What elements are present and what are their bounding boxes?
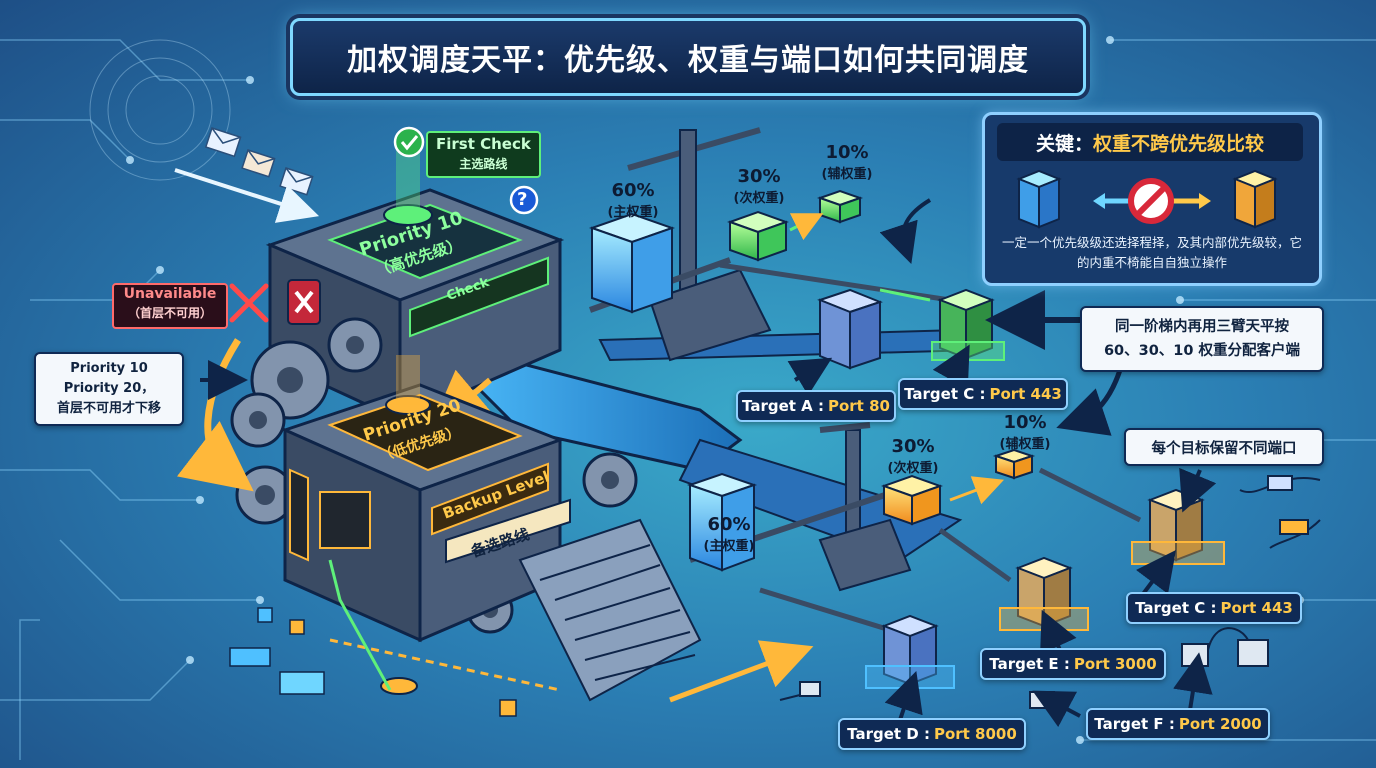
target-c-upper-label: Target C :Port 443 (898, 378, 1068, 410)
lower-weight-10-label: (辅权重) (999, 437, 1051, 452)
lower-weight-60: 60% (主权重) (694, 514, 764, 554)
port-note-text: 每个目标保留不同端口 (1151, 440, 1297, 457)
key-panel: 关键： 权重不跨优先级比较 一定一个优先级级还选择程择，及其内部优先级较，它的内… (982, 112, 1322, 286)
lower-weight-10: 10% (辅权重) (990, 412, 1060, 452)
lower-weight-60-value: 60% (707, 514, 751, 535)
envelope-icon (204, 127, 314, 196)
target-a-port: Port 80 (827, 397, 890, 415)
fallback-arrow (176, 338, 254, 492)
upper-weight-30-label: (次权重) (733, 191, 785, 206)
incoming-arrow (174, 168, 320, 223)
same-tier-note-line-2: 60、30、10 权重分配客户端 (1103, 343, 1301, 359)
target-c-lower-label: Target C :Port 443 (1126, 592, 1302, 624)
server-icon (1016, 169, 1278, 229)
unavailable-title: Unavailable (123, 286, 217, 302)
title-banner: 加权调度天平：优先级、权重与端口如何共同调度 (290, 18, 1086, 96)
key-label: 关键： (1035, 132, 1093, 155)
unavailable-sub: （首层不可用） (127, 306, 212, 320)
upper-weight-10-value: 10% (825, 142, 869, 163)
unavailable-tag: Unavailable （首层不可用） (112, 283, 228, 329)
upper-weight-10: 10% (辅权重) (812, 142, 882, 182)
lower-weight-10-value: 10% (1003, 412, 1047, 433)
no-entry-icon (1128, 178, 1174, 224)
target-a-name: Target A : (742, 397, 824, 415)
target-c-lower-name: Target C : (1135, 599, 1217, 617)
key-illustration (1016, 169, 1278, 229)
target-f-name: Target F : (1094, 715, 1175, 733)
radar-rings (89, 39, 231, 181)
first-check-sub: 主选路线 (459, 157, 508, 171)
usb-plug-icon (1239, 475, 1321, 549)
lower-weight-60-label: (主权重) (703, 539, 755, 554)
server-icon (817, 288, 995, 370)
cube-10-lower (992, 448, 1036, 480)
upper-weight-10-label: (辅权重) (821, 167, 873, 182)
upper-weight-60: 60% (主权重) (598, 180, 668, 220)
target-f-label: Target F :Port 2000 (1086, 708, 1270, 740)
target-c-upper-name: Target C : (904, 385, 986, 403)
target-f-port: Port 2000 (1178, 715, 1262, 733)
key-note: 一定一个优先级级还选择程择，及其内部优先级较，它的内重不椅能自自独立操作 (1001, 235, 1302, 270)
upper-weight-60-value: 60% (611, 180, 655, 201)
target-d-label: Target D :Port 8000 (838, 718, 1026, 750)
key-highlight: 权重不跨优先级比较 (1093, 132, 1265, 155)
priority-order-line-1: Priority 10 (70, 361, 148, 376)
target-e-name: Target E : (989, 655, 1070, 673)
page-title: 加权调度天平：优先级、权重与端口如何共同调度 (347, 43, 1029, 78)
lower-weight-30-label: (次权重) (887, 461, 939, 476)
cube-30-upper (727, 210, 789, 262)
upper-weight-30-value: 30% (737, 166, 781, 187)
target-e-label: Target E :Port 3000 (980, 648, 1166, 680)
target-e-port: Port 3000 (1073, 655, 1157, 673)
question-icon (509, 185, 539, 215)
stairs (518, 518, 702, 702)
cube-60-upper (588, 212, 676, 314)
target-d-port: Port 8000 (933, 725, 1017, 743)
cross-icon (229, 279, 321, 325)
question-mark: ? (517, 189, 528, 210)
lower-weight-30: 30% (次权重) (878, 436, 948, 476)
priority20-building (280, 355, 571, 643)
first-check-title: First Check (436, 135, 531, 153)
lower-weight-30-value: 30% (891, 436, 935, 457)
key-panel-title: 关键： 权重不跨优先级比较 (997, 123, 1303, 161)
same-tier-note-line-1: 同一阶梯内再用三臂天平按 (1115, 319, 1289, 335)
cube-30-lower (881, 474, 943, 526)
first-check-tag: First Check 主选路线 (426, 131, 541, 178)
same-tier-note: 同一阶梯内再用三臂天平按 60、30、10 权重分配客户端 (1080, 306, 1324, 372)
upper-weight-30: 30% (次权重) (724, 166, 794, 206)
priority-order-box: Priority 10 Priority 20， 首层不可用才下移 (34, 352, 184, 426)
target-c-lower-port: Port 443 (1220, 599, 1293, 617)
upper-rail (598, 328, 983, 362)
port-note: 每个目标保留不同端口 (1124, 428, 1324, 466)
cube-10-upper (816, 189, 864, 224)
cube-60-lower (686, 472, 758, 572)
check-icon (393, 126, 425, 158)
upper-weight-60-label: (主权重) (607, 205, 659, 220)
target-d-name: Target D : (847, 725, 930, 743)
target-a-label: Target A :Port 80 (736, 390, 896, 422)
priority-order-line-3: 首层不可用才下移 (56, 401, 161, 416)
target-c-upper-port: Port 443 (989, 385, 1062, 403)
priority-order-line-2: Priority 20， (63, 381, 155, 396)
